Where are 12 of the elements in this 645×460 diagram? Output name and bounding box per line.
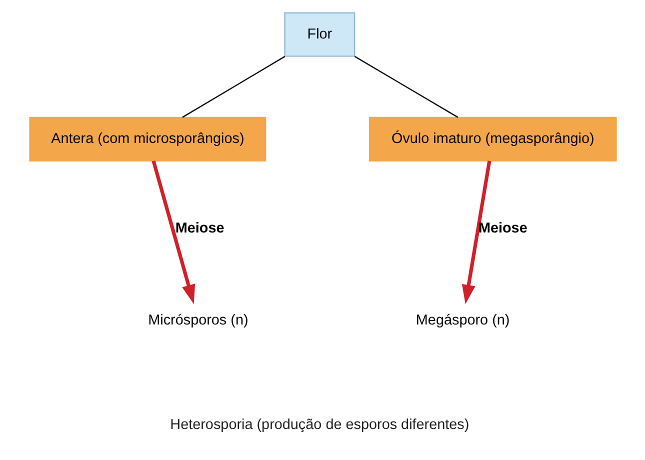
node-box: Flor [284, 12, 355, 57]
node-text: Megásporo (n) [415, 312, 510, 329]
edge-label: Meiose [174, 220, 224, 237]
edge-label: Meiose [478, 220, 527, 237]
node-text: Micrósporos (n) [148, 312, 248, 329]
arrow [461, 160, 491, 304]
node-box: Óvulo imaturo (megasporângio) [368, 116, 616, 162]
connector [354, 56, 458, 118]
arrow [151, 160, 195, 304]
connector [182, 56, 285, 118]
label: Heterosporia (produção de esporos diferentes) [170, 417, 469, 434]
node-box: Antera (com microsporângios) [28, 116, 266, 162]
